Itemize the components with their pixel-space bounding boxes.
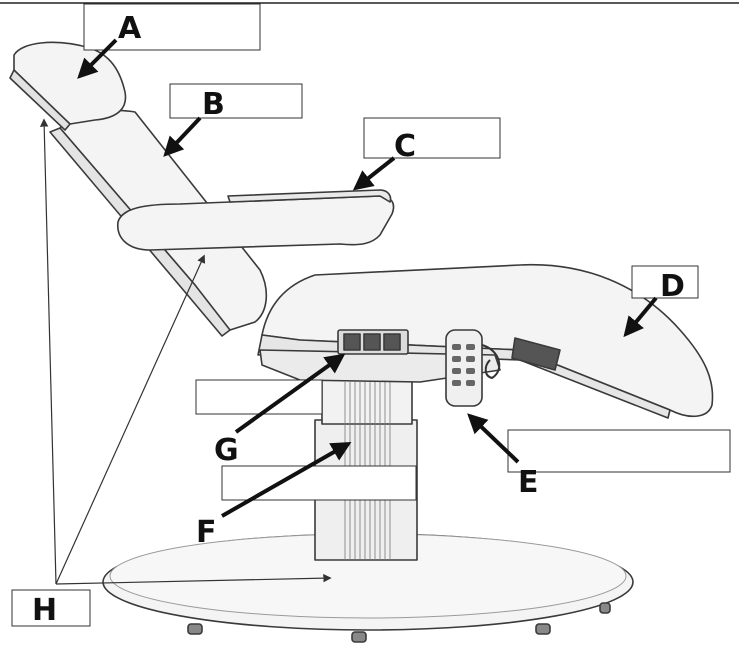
chair-headrest <box>9 41 127 131</box>
label-b: B <box>202 87 225 122</box>
remote-control <box>445 329 501 407</box>
label-e: E <box>518 465 539 500</box>
h-dimension-lines <box>39 118 332 585</box>
blank-box-c[interactable] <box>363 117 501 159</box>
arrow-e <box>467 413 520 464</box>
blank-box-f[interactable] <box>221 465 417 501</box>
arrow-g <box>234 353 346 434</box>
arrow-c <box>352 156 396 191</box>
treatment-chair-illustration <box>9 41 714 643</box>
blank-box-e[interactable] <box>507 429 731 473</box>
pointer-arrows <box>77 38 658 518</box>
chair-armrest <box>117 189 395 251</box>
arrow-b <box>163 116 202 157</box>
arrow-a <box>77 38 118 79</box>
label-f: F <box>196 515 217 550</box>
blank-box-d[interactable] <box>631 265 699 299</box>
label-h: H <box>32 593 57 628</box>
label-d: D <box>660 269 685 304</box>
blank-box-b[interactable] <box>169 83 303 119</box>
blank-answer-boxes <box>11 3 731 627</box>
chair-base <box>102 533 634 643</box>
blank-box-h[interactable] <box>11 589 91 627</box>
label-c: C <box>394 129 416 164</box>
arrow-d <box>623 296 658 338</box>
label-g: G <box>214 433 239 468</box>
label-a: A <box>118 11 142 46</box>
arrow-f <box>221 442 352 518</box>
letter-labels: A B C D E F G H <box>32 11 685 628</box>
